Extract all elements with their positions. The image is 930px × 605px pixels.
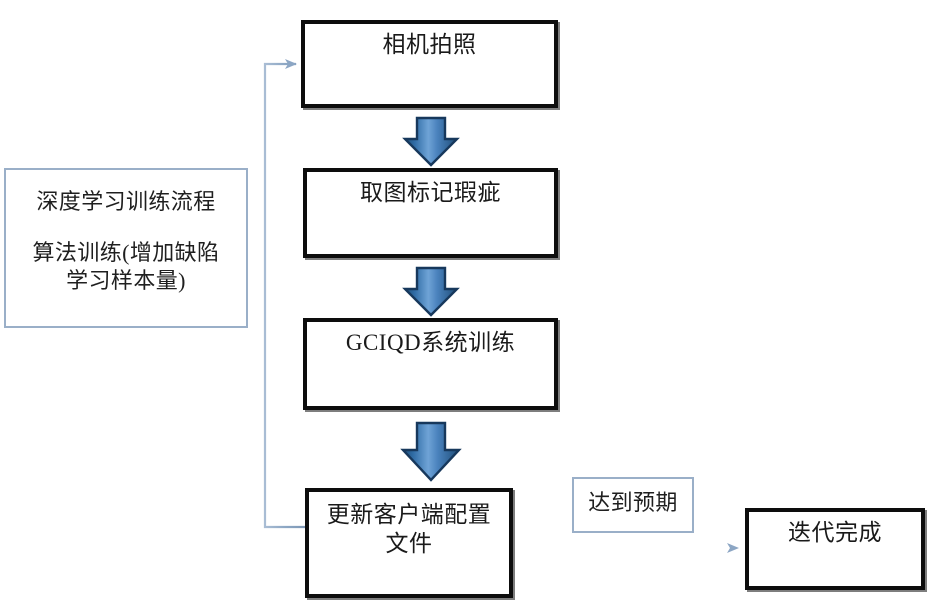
block-arrow-mark-to-training xyxy=(402,266,460,317)
node-mark-defects[interactable]: 取图标记瑕疵 xyxy=(303,168,558,258)
note-training-process-line1: 深度学习训练流程 xyxy=(36,189,216,214)
note-training-process: 深度学习训练流程 算法训练(增加缺陷 学习样本量) xyxy=(4,168,248,328)
node-update-config[interactable]: 更新客户端配置 文件 xyxy=(305,488,513,598)
node-camera-capture[interactable]: 相机拍照 xyxy=(301,20,558,108)
node-update-config-label: 更新客户端配置 文件 xyxy=(326,502,492,557)
note-expectation: 达到预期 xyxy=(572,477,694,533)
node-gciqd-training-label: GCIQD系统训练 xyxy=(345,330,516,355)
node-iteration-done-label: 迭代完成 xyxy=(788,520,882,545)
node-mark-defects-label: 取图标记瑕疵 xyxy=(360,180,501,205)
block-arrow-training-to-update xyxy=(400,421,462,482)
node-iteration-done[interactable]: 迭代完成 xyxy=(745,508,925,590)
note-expectation-label: 达到预期 xyxy=(588,490,678,515)
node-camera-capture-label: 相机拍照 xyxy=(382,32,477,57)
node-gciqd-training[interactable]: GCIQD系统训练 xyxy=(303,318,558,410)
connector-update-to-camera xyxy=(263,59,305,529)
note-training-process-line2: 算法训练(增加缺陷 学习样本量) xyxy=(32,239,220,294)
block-arrow-camera-to-mark xyxy=(402,116,460,167)
